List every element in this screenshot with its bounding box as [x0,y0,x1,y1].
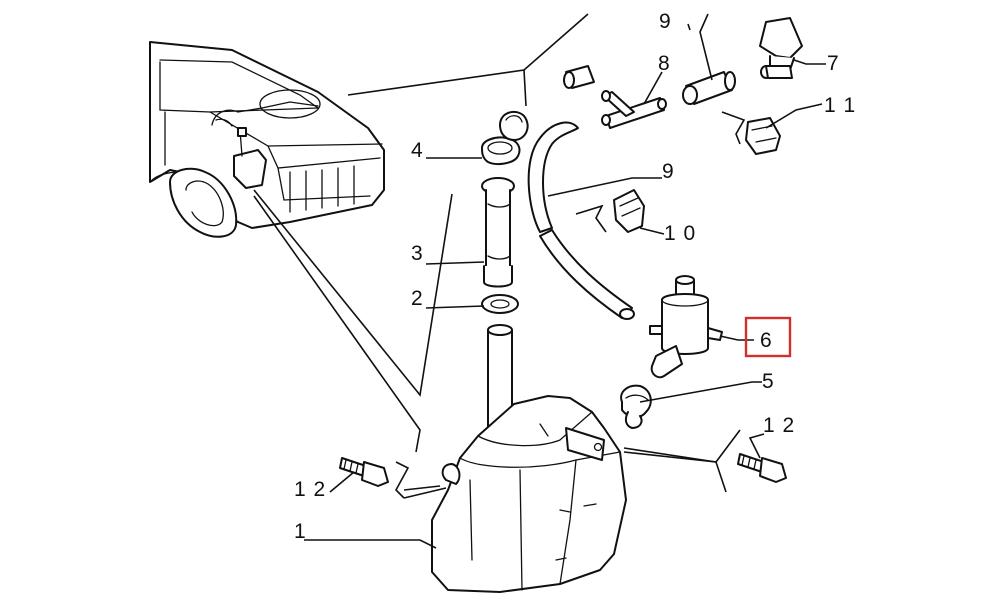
hose-clip [613,189,645,233]
callout-3: 3 [411,242,424,265]
callout-7: 7 [827,52,840,75]
van-front-illustration [149,41,385,238]
t-connector [601,90,667,129]
bolt-left [339,457,389,487]
callout-2: 2 [411,287,424,310]
callout-4: 4 [411,139,424,162]
callout-5: 5 [762,370,775,393]
callout-12-left: 1 2 [294,478,326,501]
washer-reservoir-tank [431,324,627,593]
callout-1: 1 [294,520,307,543]
bolt-right [737,453,787,483]
seal-ring [481,294,519,314]
hose-clamp [745,117,781,155]
callout-9-top: 9 [659,10,672,33]
callout-8: 8 [658,52,671,75]
callout-9-hose: 9 [662,160,675,183]
filler-cap [481,110,529,165]
hose-connectors [563,65,736,105]
pump-grommet [620,384,652,429]
callout-labels: 1 2 3 4 5 6 7 8 9 9 1 0 1 1 1 2 1 2 [294,10,856,543]
washer-hose [527,121,635,320]
callout-6: 6 [760,329,773,352]
callout-10: 1 0 [664,222,696,245]
callout-11: 1 1 [824,94,856,117]
filler-neck [481,177,515,288]
callout-12-right: 1 2 [763,414,795,437]
washer-pump [649,275,723,379]
callout-leaders [304,13,826,549]
washer-nozzle [759,17,803,79]
highlight-box [744,316,792,358]
leader-lines [253,13,741,493]
